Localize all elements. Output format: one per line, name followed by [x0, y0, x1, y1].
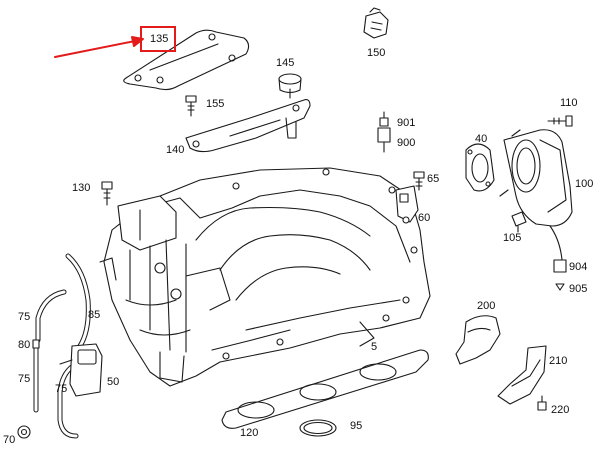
- harness-904: [549, 225, 567, 291]
- label-145[interactable]: 145: [276, 57, 295, 69]
- bolt-130: [101, 181, 113, 206]
- throttle-body-100: [499, 129, 573, 227]
- bolt-110: [547, 115, 573, 127]
- valve-50: [59, 343, 103, 397]
- label-900[interactable]: 900: [397, 137, 416, 149]
- bolt-220: [537, 395, 547, 411]
- label-70[interactable]: 70: [3, 434, 16, 446]
- label-110[interactable]: 110: [560, 97, 578, 109]
- label-155[interactable]: 155: [206, 98, 225, 110]
- label-130[interactable]: 130: [72, 182, 91, 194]
- label-60[interactable]: 60: [418, 212, 431, 224]
- vacuum-hoses: [32, 253, 91, 439]
- label-200[interactable]: 200: [477, 300, 496, 312]
- sensor-60: [395, 185, 419, 224]
- label-80[interactable]: 80: [18, 339, 31, 351]
- vacuum-actuator-assembly: [99, 195, 231, 383]
- label-210[interactable]: 210: [549, 355, 568, 367]
- seal-95: [299, 419, 337, 437]
- label-40[interactable]: 40: [475, 133, 488, 145]
- shield-200: [455, 315, 501, 365]
- label-95[interactable]: 95: [350, 420, 363, 432]
- highlight-box-135: [140, 26, 176, 52]
- label-85[interactable]: 85: [88, 309, 101, 321]
- sensor-150: [363, 7, 389, 39]
- gasket-40: [465, 143, 495, 192]
- label-5[interactable]: 5: [371, 341, 378, 353]
- label-901[interactable]: 901: [397, 117, 416, 129]
- gasket-120: [221, 349, 429, 429]
- label-905[interactable]: 905: [569, 283, 588, 295]
- bracket-210: [497, 345, 547, 405]
- label-75-bottom[interactable]: 75: [55, 383, 68, 395]
- screw-65: [413, 171, 425, 191]
- label-135[interactable]: 135: [150, 33, 169, 45]
- label-100[interactable]: 100: [575, 178, 594, 190]
- red-pointer-arrow: [54, 36, 144, 58]
- label-75-top[interactable]: 75: [18, 311, 31, 323]
- label-50[interactable]: 50: [107, 376, 120, 388]
- label-120[interactable]: 120: [240, 427, 259, 439]
- label-220[interactable]: 220: [551, 404, 570, 416]
- bracket-140: [185, 99, 311, 153]
- label-904[interactable]: 904: [569, 261, 588, 273]
- clamp-70: [17, 425, 31, 439]
- sensor-900: [377, 111, 391, 153]
- label-150[interactable]: 150: [367, 47, 386, 59]
- cap-145: [278, 73, 302, 99]
- bolt-155: [185, 95, 197, 117]
- label-105[interactable]: 105: [503, 232, 522, 244]
- label-75-middle[interactable]: 75: [18, 373, 31, 385]
- clip-105: [511, 211, 527, 233]
- label-140[interactable]: 140: [166, 144, 185, 156]
- label-65[interactable]: 65: [427, 173, 440, 185]
- bracket-135: [123, 29, 250, 91]
